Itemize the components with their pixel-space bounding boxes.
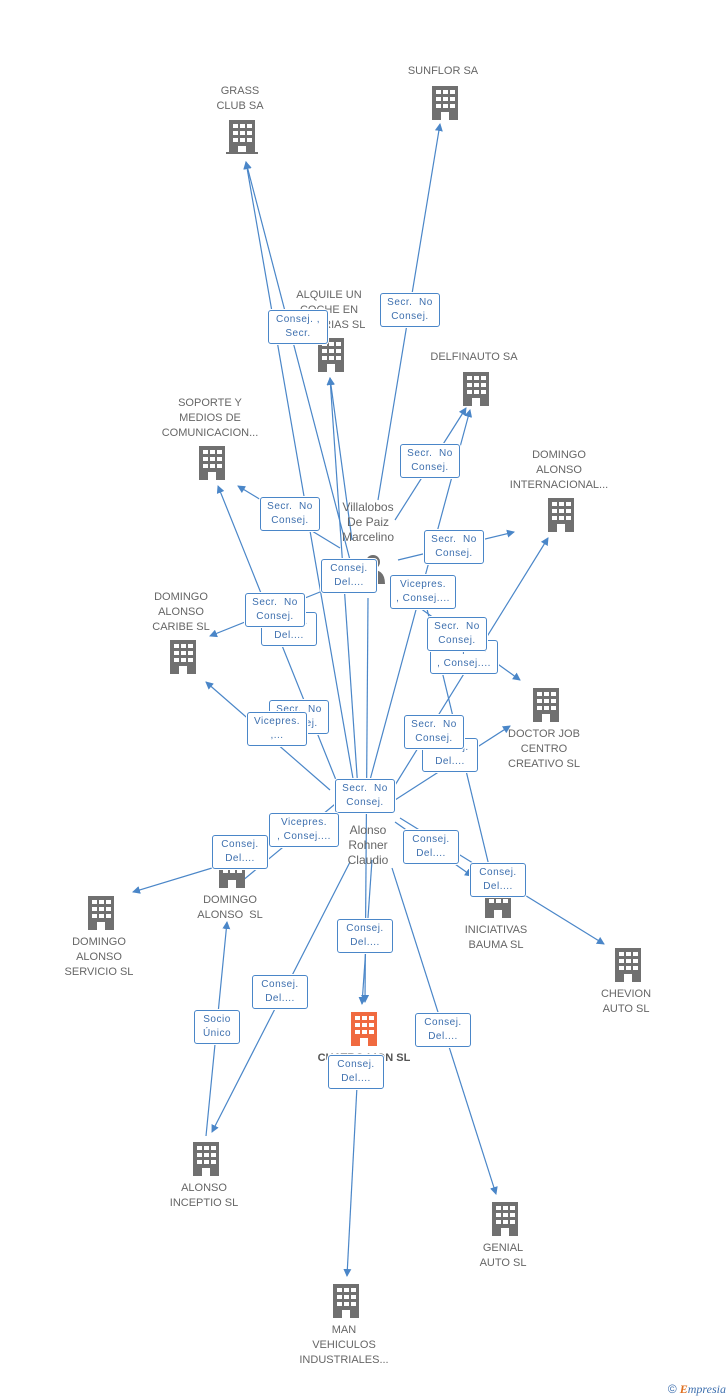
relation-label[interactable]: Consej. Del....	[403, 830, 459, 864]
company-node[interactable]: SUNFLOR SA	[383, 64, 503, 120]
edge	[326, 377, 353, 541]
building-icon	[463, 372, 489, 406]
edge	[243, 161, 351, 561]
company-label: MAN VEHICULOS INDUSTRIALES...	[299, 1324, 389, 1366]
edge	[243, 161, 356, 791]
company-label: SOPORTE Y MEDIOS DE COMUNICACION...	[161, 397, 259, 439]
brand-logo-initial: E	[679, 1382, 688, 1396]
building-icon	[548, 498, 574, 532]
relation-label[interactable]: Consej. , Secr.	[268, 310, 328, 344]
relation-label[interactable]: Consej. Del....	[252, 975, 308, 1009]
building-icon	[318, 338, 344, 372]
company-node[interactable]: MAN VEHICULOS INDUSTRIALES...	[284, 1284, 404, 1368]
building-icon	[615, 948, 641, 982]
relation-label[interactable]: Consej. Del....	[212, 835, 268, 869]
relation-label[interactable]: Vicepres. ,...	[247, 712, 307, 746]
relation-label[interactable]: Vicepres. , Consej....	[269, 813, 339, 847]
building-icon	[193, 1142, 219, 1176]
relation-label[interactable]: Consej. Del....	[415, 1013, 471, 1047]
edge	[343, 1085, 358, 1277]
relation-label[interactable]: Vicepres. , Consej....	[390, 575, 456, 609]
company-label: DELFINAUTO SA	[430, 351, 518, 363]
copyright-mark: ©	[667, 1382, 677, 1396]
building-icon	[170, 640, 196, 674]
relation-label[interactable]: Secr. No Consej.	[404, 715, 464, 749]
company-label: DOMINGO ALONSO CARIBE SL	[152, 591, 210, 633]
company-label: GENIAL AUTO SL	[479, 1242, 527, 1269]
company-label: DOMINGO ALONSO SERVICIO SL	[64, 936, 134, 978]
relation-label[interactable]: Secr. No Consej.	[245, 593, 305, 627]
building-icon	[351, 1012, 377, 1046]
company-label: INICIATIVAS BAUMA SL	[464, 924, 528, 951]
brand-logo-text: mpresia	[687, 1382, 726, 1396]
company-node[interactable]: DOMINGO ALONSO CARIBE SL	[121, 590, 241, 674]
company-node[interactable]: SOPORTE Y MEDIOS DE COMUNICACION...	[150, 396, 270, 480]
company-node[interactable]: DOCTOR JOB CENTRO CREATIVO SL	[484, 688, 604, 772]
company-node[interactable]: CHEVION AUTO SL	[566, 948, 686, 1017]
building-icon	[533, 688, 559, 722]
relation-label[interactable]: Secr. No Consej.	[427, 617, 487, 651]
company-label: ALONSO INCEPTIO SL	[169, 1182, 239, 1209]
relation-label[interactable]: Consej. Del....	[337, 919, 393, 953]
company-node[interactable]: GENIAL AUTO SL	[443, 1202, 563, 1271]
building-icon	[492, 1202, 518, 1236]
company-label: DOMINGO ALONSO INTERNACIONAL...	[509, 449, 609, 491]
relation-label[interactable]: Consej. Del....	[321, 559, 377, 593]
company-label: SUNFLOR SA	[407, 65, 479, 77]
person-node[interactable]: Villalobos De Paiz Marcelino	[308, 500, 428, 584]
relation-label[interactable]: Socio Único	[194, 1010, 240, 1044]
building-icon	[226, 120, 258, 154]
relation-label[interactable]: Secr. No Consej.	[400, 444, 460, 478]
brand-footer: © Empresia	[668, 1382, 726, 1397]
building-icon	[432, 86, 458, 120]
building-icon	[199, 446, 225, 480]
company-node[interactable]: DELFINAUTO SA	[414, 350, 534, 406]
company-node[interactable]: ALONSO INCEPTIO SL	[144, 1142, 264, 1211]
company-label: DOMINGO ALONSO SL	[197, 894, 263, 921]
person-label: Villalobos De Paiz Marcelino	[341, 500, 395, 544]
company-node[interactable]: DOMINGO ALONSO SERVICIO SL	[39, 896, 159, 980]
company-node[interactable]: DOMINGO ALONSO INTERNACIONAL...	[499, 448, 619, 532]
person-label: Alonso Rohner Claudio	[347, 823, 389, 867]
company-label: DOCTOR JOB CENTRO CREATIVO SL	[508, 728, 580, 770]
relation-label[interactable]: Secr. No Consej.	[335, 779, 395, 813]
relation-label[interactable]: Consej. Del....	[328, 1055, 384, 1089]
company-label: GRASS CLUB SA	[216, 85, 264, 112]
relation-label[interactable]: Secr. No Consej.	[380, 293, 440, 327]
building-icon	[88, 896, 114, 930]
relation-label[interactable]: Secr. No Consej.	[424, 530, 484, 564]
building-icon	[333, 1284, 359, 1318]
company-node[interactable]: INICIATIVAS BAUMA SL	[436, 888, 556, 953]
company-label: CHEVION AUTO SL	[600, 988, 652, 1015]
relation-label[interactable]: Secr. No Consej.	[260, 497, 320, 531]
company-node[interactable]: GRASS CLUB SA	[180, 84, 300, 154]
relation-label[interactable]: Consej. Del....	[470, 863, 526, 897]
